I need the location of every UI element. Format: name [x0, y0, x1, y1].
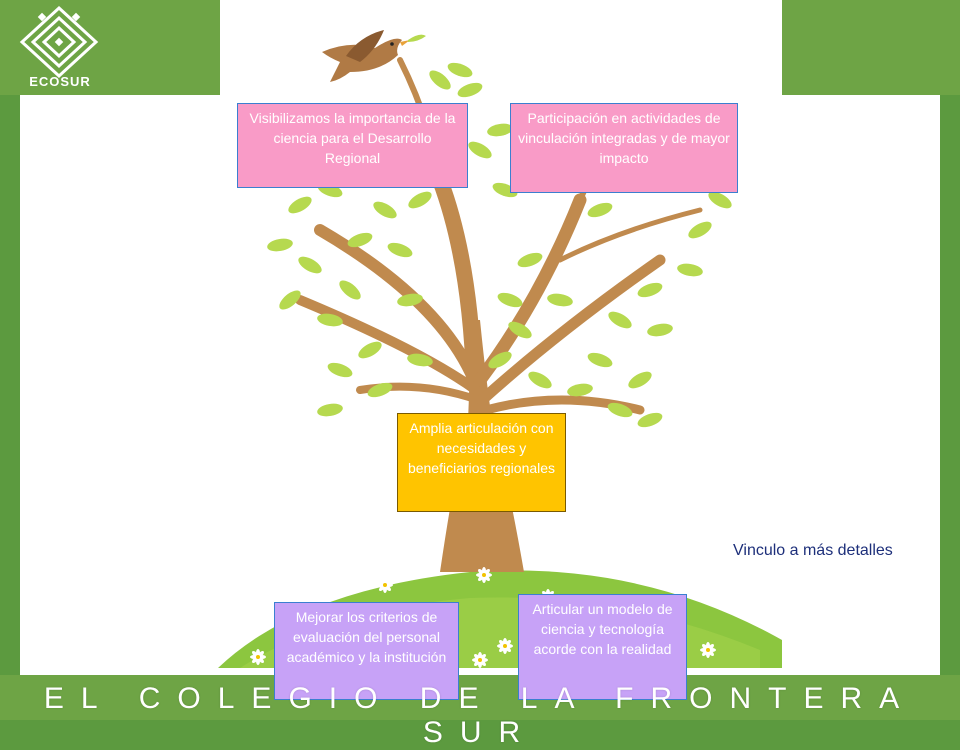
leaf-icon: [517, 252, 543, 268]
leaf-icon: [607, 402, 633, 418]
leaf-icon: [508, 321, 532, 339]
leaf-icon: [637, 282, 663, 298]
header-left-panel: [0, 0, 220, 95]
leaf-icon: [298, 256, 322, 274]
daisy-icon: [700, 642, 716, 658]
leaf-icon: [587, 352, 613, 368]
leaf-icon: [429, 70, 451, 90]
leaf-icon: [487, 123, 513, 137]
leaf-icon: [547, 293, 573, 307]
leaf-icon: [457, 82, 483, 98]
leaf-icon: [637, 412, 663, 428]
goal-box-participation: Participación en actividades de vinculac…: [510, 103, 738, 193]
goal-box-evaluation: Mejorar los criterios de evaluación del …: [274, 602, 459, 700]
leaf-icon: [468, 141, 492, 159]
leaf-icon: [708, 191, 732, 209]
footer-band: [0, 675, 960, 720]
daisy-icon: [377, 577, 393, 593]
leaf-icon: [677, 263, 703, 277]
header-center-area: [220, 0, 782, 95]
leaf-icon: [567, 383, 593, 397]
daisy-icon: [250, 649, 266, 665]
leaf-icon: [497, 292, 523, 308]
header-right-panel: [782, 0, 960, 95]
leaf-icon: [397, 293, 423, 307]
leaf-icon: [488, 351, 512, 369]
daisy-icon: [476, 567, 492, 583]
daisy-icon: [497, 638, 513, 654]
leaf-icon: [387, 242, 413, 258]
details-link[interactable]: Vinculo a más detalles: [733, 542, 893, 559]
footer-title: EL COLEGIO DE LA FRONTERA SUR: [43, 682, 917, 749]
goal-box-articulation: Amplia articulación con necesidades y be…: [397, 413, 566, 512]
leaf-icon: [608, 311, 632, 329]
leaf-icon: [408, 191, 432, 209]
leaf-icon: [367, 382, 393, 398]
leaf-icon: [528, 371, 552, 389]
leaf-icon: [317, 313, 343, 327]
logo-label: ECOSUR: [29, 74, 91, 89]
leaf-icon: [347, 232, 373, 248]
tree-illustration: [218, 30, 782, 668]
leaf-icon: [288, 196, 312, 214]
leaf-icon: [317, 403, 343, 417]
leaf-icon: [339, 280, 361, 300]
leaf-icon: [628, 371, 652, 389]
leaf-icon: [587, 202, 613, 218]
leaf-icon: [373, 201, 397, 219]
leaf-icon: [447, 62, 473, 78]
ecosur-logo-icon: [19, 5, 99, 79]
leaf-icon: [327, 362, 353, 378]
goal-box-visibility: Visibilizamos la importancia de la cienc…: [237, 103, 468, 188]
leaf-icon: [688, 221, 712, 239]
bird-icon: [322, 30, 426, 82]
daisy-icon: [472, 652, 488, 668]
leaf-icon: [647, 323, 673, 337]
leaf-icon: [407, 353, 433, 367]
goal-box-model: Articular un modelo de ciencia y tecnolo…: [518, 594, 687, 700]
leaf-icon: [267, 238, 293, 252]
leaf-icon: [279, 290, 301, 310]
leaf-icon: [358, 341, 382, 359]
